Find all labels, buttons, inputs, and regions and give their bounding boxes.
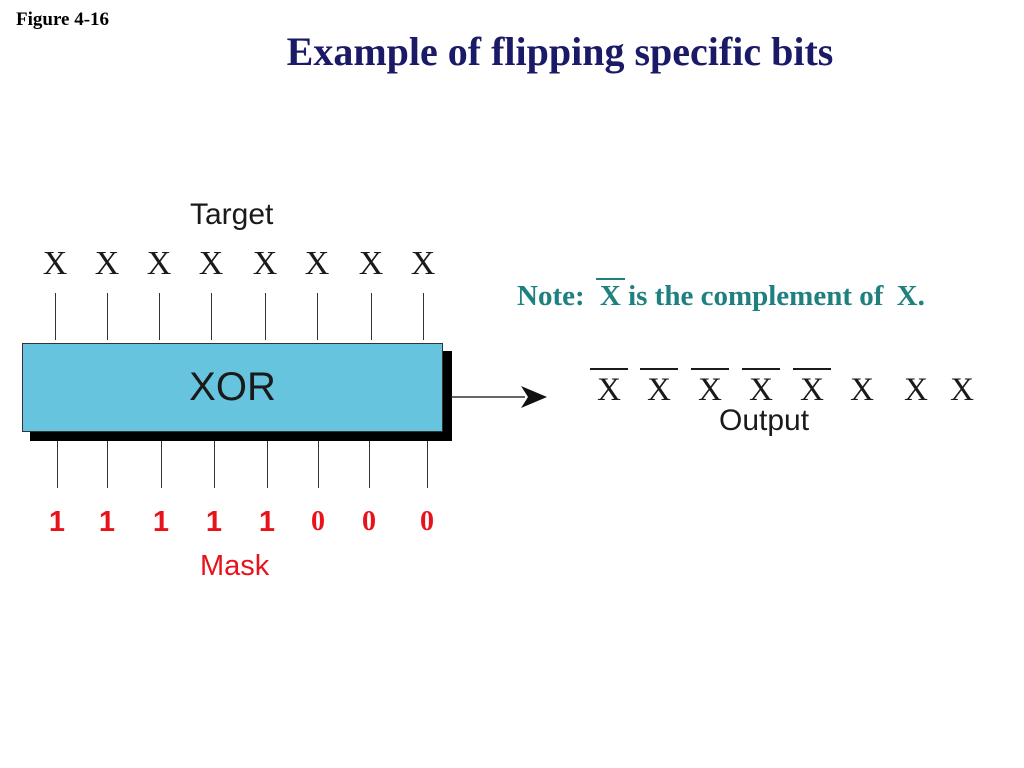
- target-bit: X: [304, 245, 330, 282]
- mask-label: Mask: [200, 550, 270, 582]
- target-bit: X: [252, 245, 278, 282]
- target-connector-line: [211, 293, 213, 340]
- arrow-head-icon: [521, 386, 547, 408]
- complement-bar: [742, 368, 780, 370]
- mask-connector-line: [267, 441, 269, 488]
- mask-bit: 0: [420, 506, 434, 537]
- note-text: is the complement of: [628, 280, 884, 312]
- note-prefix: Note:: [517, 280, 585, 312]
- mask-connector-line: [427, 441, 429, 488]
- output-bit-complement: X: [800, 372, 824, 408]
- target-connector-line: [423, 293, 425, 340]
- xor-label: XOR: [189, 365, 276, 409]
- target-connector-line: [265, 293, 267, 340]
- target-bit: X: [410, 245, 436, 282]
- mask-connector-line: [214, 441, 216, 488]
- output-arrow: [451, 386, 547, 408]
- target-bit: X: [198, 245, 224, 282]
- output-bit: X: [950, 372, 974, 408]
- output-label: Output: [719, 404, 810, 437]
- mask-connector-line: [318, 441, 320, 488]
- mask-connector-line: [369, 441, 371, 488]
- mask-bit: 1: [258, 506, 276, 538]
- mask-connector-line: [161, 441, 163, 488]
- output-bit-complement: X: [698, 372, 722, 408]
- target-bit: X: [42, 245, 68, 282]
- mask-bit: 1: [205, 506, 223, 538]
- target-connector-line: [55, 293, 57, 340]
- target-connector-line: [107, 293, 109, 340]
- target-label: Target: [190, 198, 274, 231]
- mask-bit: 0: [362, 506, 376, 537]
- output-bit-complement: X: [647, 372, 671, 408]
- target-bit: X: [146, 245, 172, 282]
- target-connector-line: [317, 293, 319, 340]
- mask-bit: 1: [48, 506, 66, 538]
- target-connector-line: [371, 293, 373, 340]
- note: Note: X is the complement of X.: [517, 278, 925, 313]
- note-complement-symbol: X: [595, 278, 625, 312]
- slide-title: Example of flipping specific bits: [286, 29, 834, 74]
- output-bit: X: [904, 372, 928, 408]
- target-connector-line: [159, 293, 161, 340]
- note-plain-symbol: X: [896, 280, 918, 312]
- mask-bit: 0: [311, 506, 325, 537]
- complement-bar: [793, 368, 831, 370]
- mask-connector-line: [107, 441, 109, 488]
- xor-box: [22, 343, 443, 432]
- complement-bar: [640, 368, 678, 370]
- mask-bit: 1: [152, 506, 170, 538]
- note-end-punct: .: [917, 280, 925, 312]
- target-bit: X: [94, 245, 120, 282]
- output-bit: X: [850, 372, 874, 408]
- complement-bar: [590, 368, 628, 370]
- figure-label: Figure 4-16: [16, 9, 110, 30]
- output-bit-complement: X: [597, 372, 621, 408]
- output-bit-complement: X: [749, 372, 773, 408]
- complement-bar: [691, 368, 729, 370]
- target-bit: X: [358, 245, 384, 282]
- mask-connector-line: [57, 441, 59, 488]
- mask-bit: 1: [98, 506, 116, 538]
